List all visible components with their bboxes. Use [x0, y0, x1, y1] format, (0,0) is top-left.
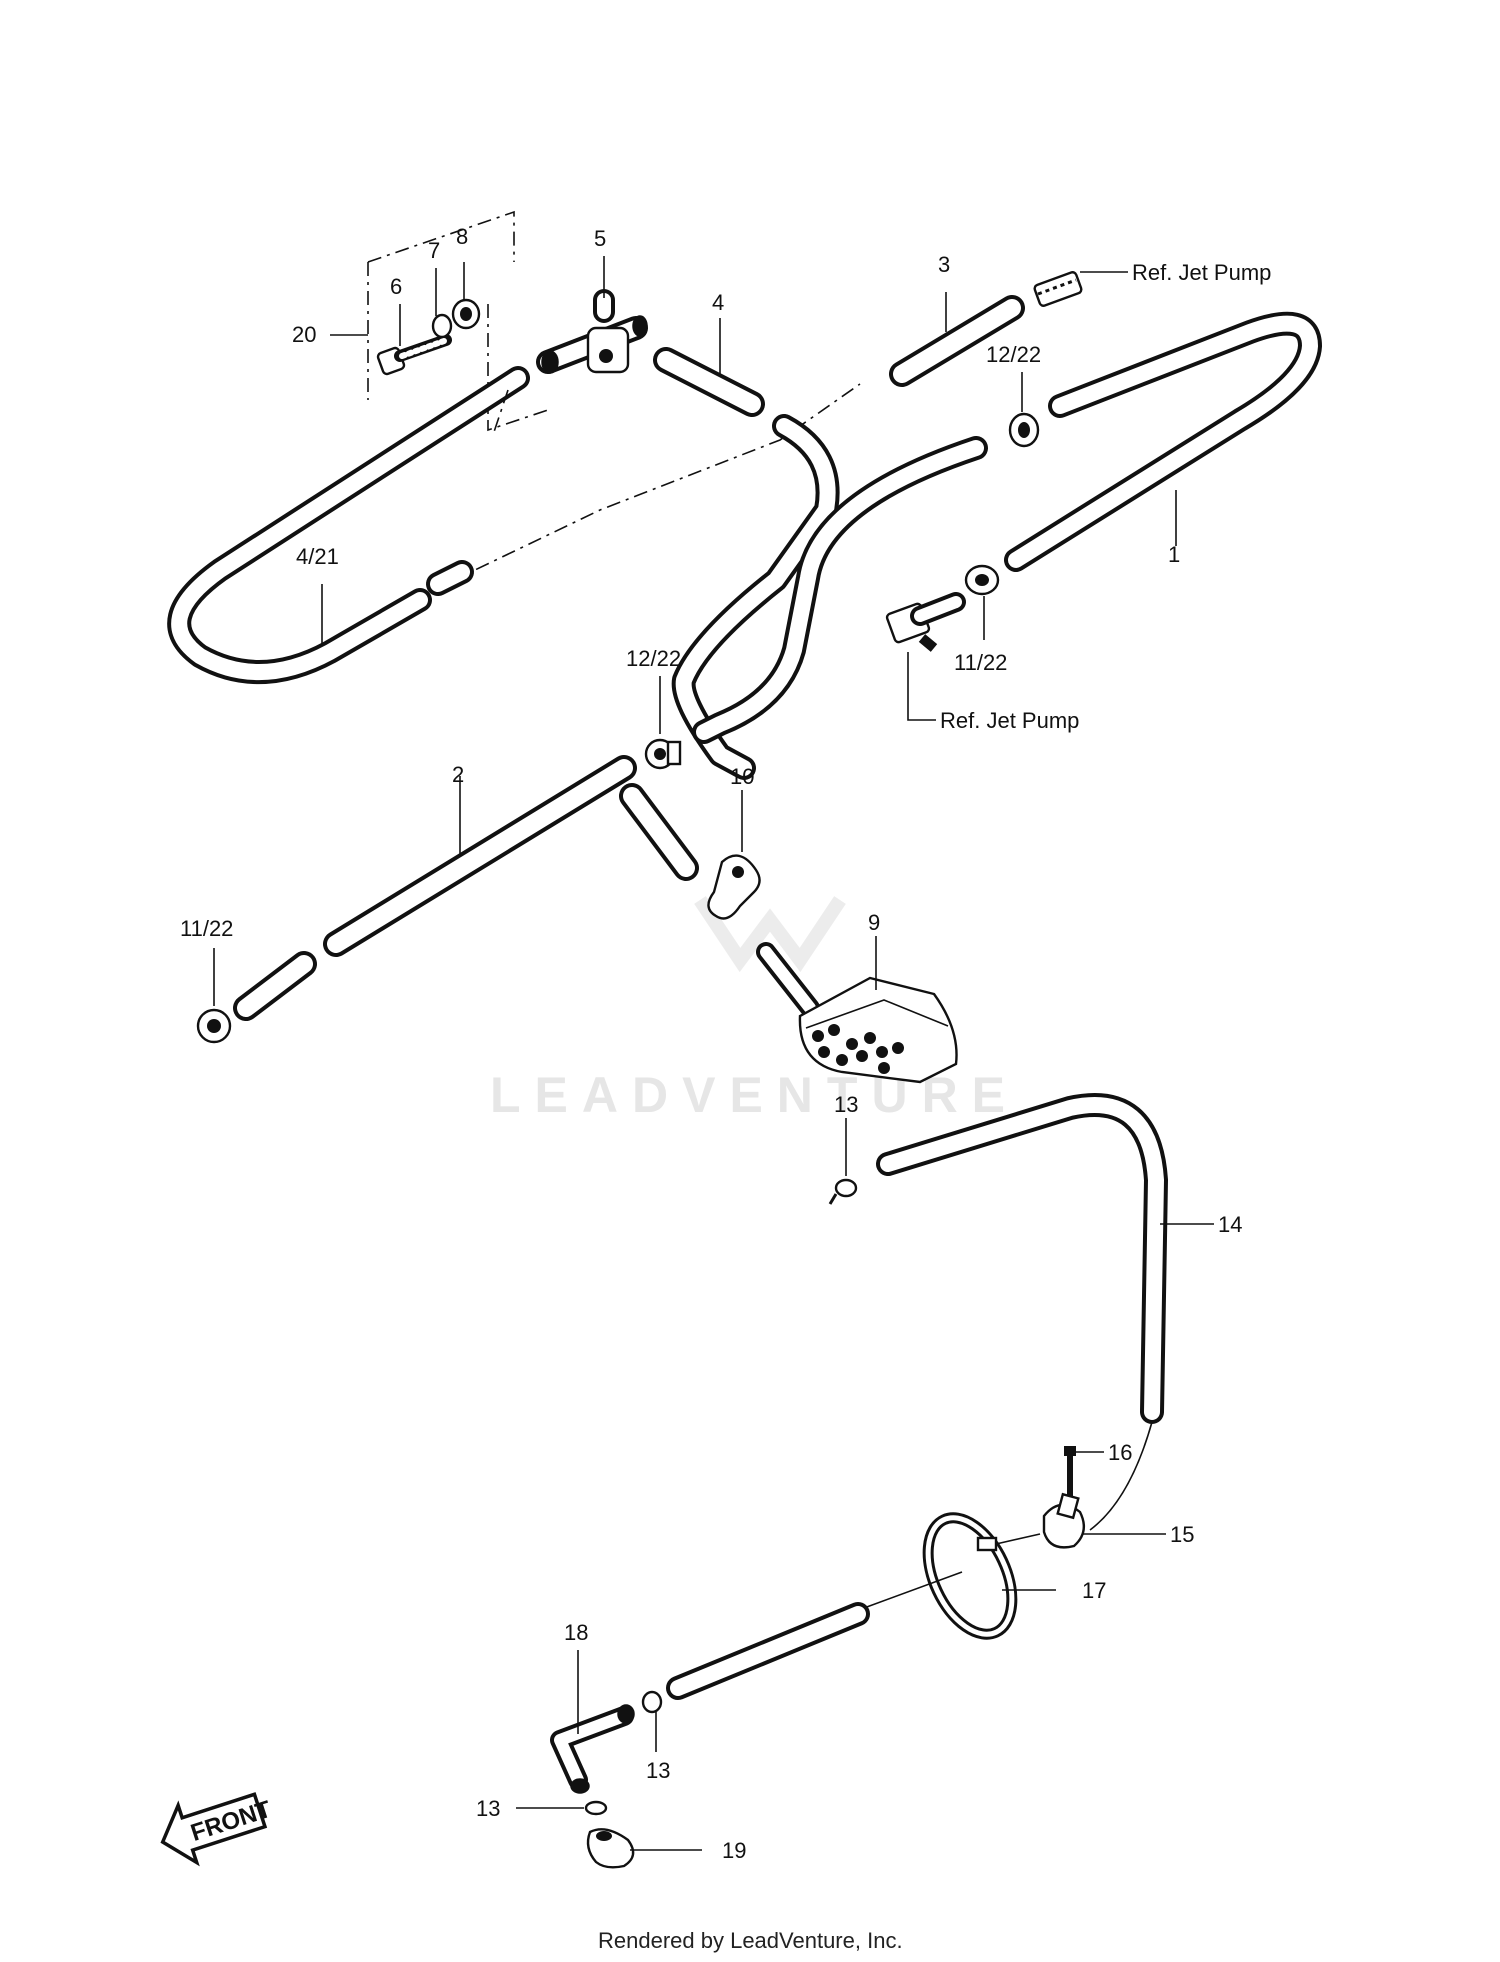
- label-part-12-22-mid: 12/22: [626, 646, 681, 671]
- screw-part-16: [1064, 1446, 1104, 1496]
- label-part-2: 2: [452, 762, 464, 787]
- label-part-3: 3: [938, 252, 950, 277]
- hose-loop-part-1: [1004, 311, 1322, 572]
- hose-short-center: [619, 783, 699, 881]
- jet-pump-elbow-fitting: [885, 592, 966, 721]
- washer-part-7: [431, 313, 453, 339]
- ref-jet-pump-top: Ref. Jet Pump: [1132, 260, 1271, 285]
- label-part-7: 7: [428, 238, 440, 263]
- label-part-11-22-left: 11/22: [180, 916, 233, 941]
- pipe-part-18: [550, 1650, 635, 1794]
- clamp-part-11-22-left: [196, 948, 232, 1044]
- hose-center-snake: [426, 383, 861, 780]
- part-labels: 6 7 8 20 5 4 3 4/21 12/22 1 11/22 12/22 …: [180, 224, 1271, 1863]
- watermark-text: LEADVENTURE: [490, 1067, 1019, 1123]
- hose-short-left: [233, 951, 317, 1021]
- ref-jet-pump-mid: Ref. Jet Pump: [940, 708, 1079, 733]
- label-part-9: 9: [868, 910, 880, 935]
- jet-pump-fitting-top: [1033, 271, 1128, 307]
- label-part-1: 1: [1168, 542, 1180, 567]
- hose-part-14: [876, 1093, 1214, 1531]
- clamp-part-12-22-top: [1008, 372, 1040, 448]
- label-part-20: 20: [292, 322, 316, 347]
- clamp-part-10: [707, 790, 761, 920]
- clamp-part-11-22-right: [964, 564, 1000, 640]
- label-part-18: 18: [564, 1620, 588, 1645]
- label-part-5: 5: [594, 226, 606, 251]
- bolt-part-6: [376, 334, 452, 376]
- nozzle-part-19: [586, 1828, 702, 1869]
- label-part-17: 17: [1082, 1578, 1106, 1603]
- nut-part-8: [451, 298, 481, 330]
- label-part-19: 19: [722, 1838, 746, 1863]
- label-part-12-22-top: 12/22: [986, 342, 1041, 367]
- label-part-11-22-right: 11/22: [954, 650, 1007, 675]
- label-part-13-low: 13: [476, 1796, 500, 1821]
- label-part-14: 14: [1218, 1212, 1242, 1237]
- t-fitting-part-5: [536, 289, 648, 374]
- label-part-16: 16: [1108, 1440, 1132, 1465]
- hose-part-4: [653, 347, 765, 417]
- band-clamp-part-17: [922, 1512, 1056, 1640]
- label-part-6: 6: [390, 274, 402, 299]
- hose-part-2: [323, 755, 637, 957]
- label-part-13-mid: 13: [646, 1758, 670, 1783]
- flush-block-part-9: [756, 936, 958, 1084]
- hose-lower: [666, 1571, 963, 1700]
- label-part-10: 10: [730, 764, 754, 789]
- label-part-4: 4: [712, 290, 724, 315]
- clip-part-13-mid: [641, 1690, 663, 1752]
- label-part-4-21: 4/21: [296, 544, 339, 569]
- footer-credit: Rendered by LeadVenture, Inc.: [598, 1928, 903, 1953]
- hose-center-right: [692, 436, 988, 744]
- bolt-assembly-group-20: [330, 210, 549, 432]
- clip-part-13-top: [828, 1118, 858, 1205]
- label-part-15: 15: [1170, 1522, 1194, 1547]
- hose-loop-part-4-21: [167, 366, 530, 684]
- clamp-part-12-22-mid: [644, 676, 682, 770]
- front-direction-arrow: FRONT: [160, 1792, 275, 1867]
- clamp-part-15: [1042, 1492, 1166, 1549]
- clip-part-13-low: [516, 1800, 608, 1816]
- label-part-8: 8: [456, 224, 468, 249]
- leader-lines: [321, 256, 1177, 646]
- hose-part-3: [889, 295, 1025, 387]
- label-part-13-top: 13: [834, 1092, 858, 1117]
